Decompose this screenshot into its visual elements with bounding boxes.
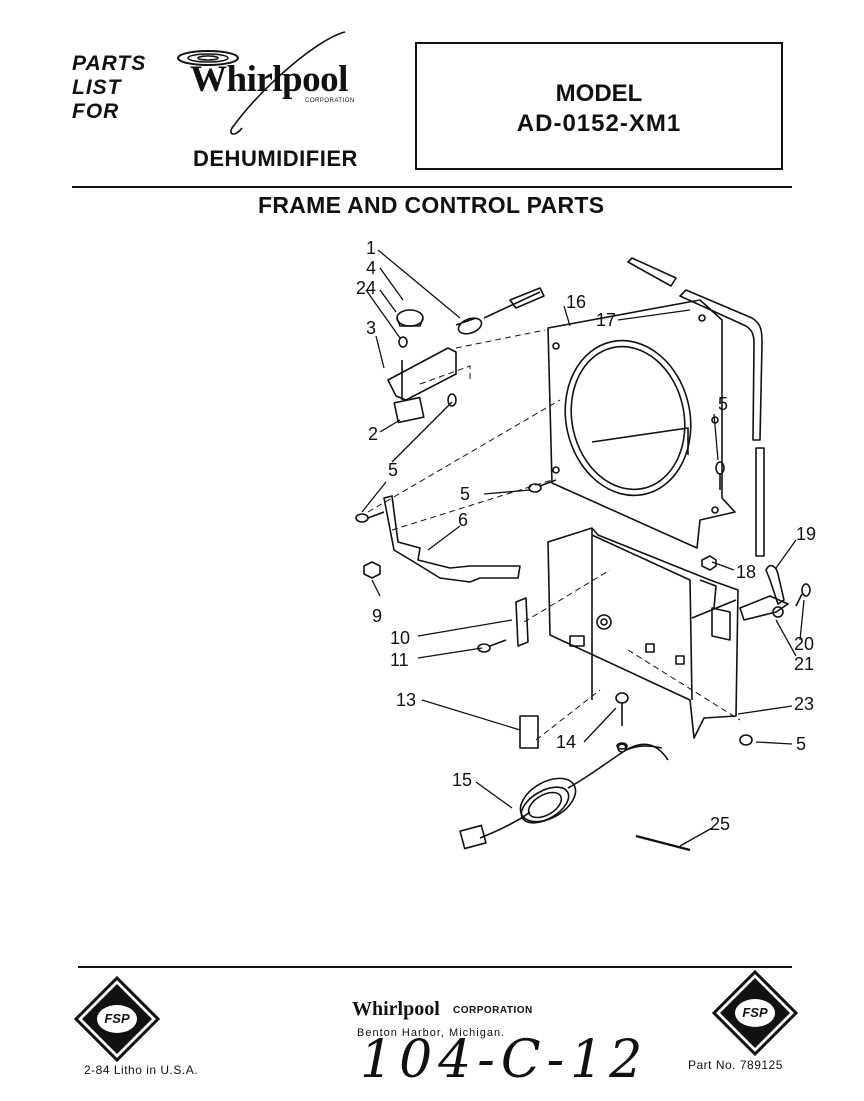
callout-5-center: 5 <box>460 484 471 504</box>
callout-20: 20 <box>794 634 815 654</box>
footer-corporation: CORPORATION <box>453 1005 533 1016</box>
callout-5-bottom: 5 <box>796 734 807 754</box>
switch-2 <box>393 396 425 424</box>
power-cord-15 <box>479 811 531 839</box>
footer-brand: Whirlpool <box>352 998 440 1020</box>
brand-logo-text: Whirlpool <box>190 59 348 100</box>
callout-25: 25 <box>710 814 731 834</box>
callout-19: 19 <box>796 524 817 544</box>
section-title: FRAME AND CONTROL PARTS <box>258 192 605 218</box>
frame-panel-16 <box>547 299 736 549</box>
knob-4 <box>396 309 424 327</box>
nut-18 <box>701 555 717 571</box>
handwritten-code: 104-C-12 <box>360 1030 649 1090</box>
gasket-side <box>679 289 763 441</box>
base-pan-23 <box>547 527 739 739</box>
callout-14: 14 <box>556 732 577 752</box>
parts-line-1: PARTS <box>72 52 147 75</box>
callout-9: 9 <box>372 606 383 626</box>
fan-ring <box>564 339 692 497</box>
callout-15: 15 <box>452 770 473 790</box>
parts-line-2: LIST <box>72 76 122 99</box>
callout-13: 13 <box>396 690 417 710</box>
clip-19 <box>765 564 785 605</box>
model-label: MODEL <box>555 80 643 107</box>
callout-18: 18 <box>736 562 757 582</box>
svg-text:FSP: FSP <box>742 1005 768 1020</box>
callout-21: 21 <box>794 654 815 674</box>
callout-10: 10 <box>390 628 411 648</box>
callout-6: 6 <box>458 510 469 530</box>
svg-text:FSP: FSP <box>104 1011 130 1026</box>
gasket-top <box>627 257 677 287</box>
probe-25 <box>635 834 691 852</box>
footer-part-number: Part No. 789125 <box>688 1058 783 1072</box>
parts-list-for-label: PARTS LIST FOR <box>72 52 146 124</box>
callout-1: 1 <box>366 238 377 258</box>
footer-city: Benton Harbor, Michigan. <box>357 1027 506 1039</box>
gasket-lower <box>755 447 765 557</box>
whirlpool-logo-swirl <box>177 31 346 135</box>
header-divider <box>72 186 792 188</box>
control-bracket <box>387 347 457 401</box>
callout-24: 24 <box>356 278 377 298</box>
callout-11: 11 <box>390 650 409 670</box>
callout-23: 23 <box>794 694 815 714</box>
thermostat-1 <box>457 317 483 335</box>
footer-divider <box>78 966 792 968</box>
callout-4: 4 <box>366 258 377 278</box>
callout-5-right: 5 <box>718 394 729 414</box>
model-number: AD-0152-XM1 <box>516 110 682 137</box>
capacitor-13 <box>519 715 539 749</box>
parts-line-3: FOR <box>72 100 120 123</box>
nut-9 <box>363 561 381 579</box>
callout-5-left: 5 <box>388 460 399 480</box>
callout-16: 16 <box>566 292 587 312</box>
footer-date: 2-84 Litho in U.S.A. <box>84 1063 199 1077</box>
fsp-badge-left: FSP <box>74 976 160 1062</box>
callout-3: 3 <box>366 318 377 338</box>
callout-2: 2 <box>368 424 379 444</box>
product-name: DEHUMIDIFIER <box>193 146 358 171</box>
terminal-block-10 <box>515 597 529 647</box>
callout-17: 17 <box>596 310 617 330</box>
fsp-badge-right: FSP <box>712 970 798 1056</box>
bracket-6 <box>383 495 521 583</box>
model-box: MODEL AD-0152-XM1 <box>415 42 783 170</box>
brand-corporation: CORPORATION <box>305 98 355 104</box>
plug <box>459 824 487 850</box>
